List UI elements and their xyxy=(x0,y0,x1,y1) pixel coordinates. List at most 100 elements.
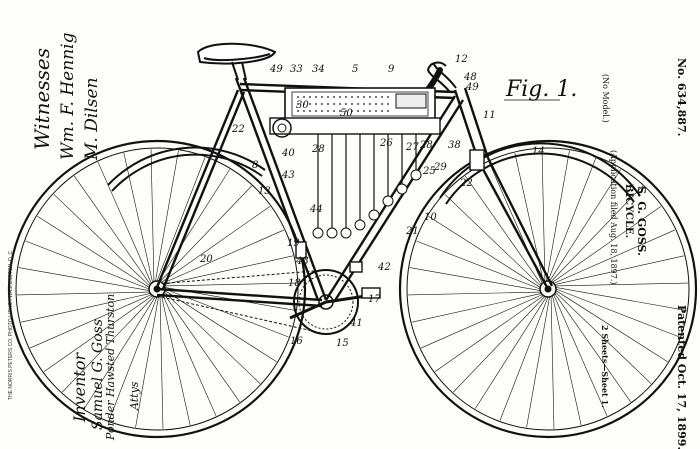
drum-pin xyxy=(351,96,353,98)
reference-numeral: 10 xyxy=(424,212,437,223)
inventor-heading: Inventor xyxy=(70,352,89,422)
spoke xyxy=(17,291,150,296)
spoke xyxy=(97,161,152,284)
spoke xyxy=(409,267,541,291)
drum-pin xyxy=(321,96,323,98)
spoke xyxy=(549,169,621,282)
reference-numeral: 16 xyxy=(290,336,303,347)
reference-numeral: 42 xyxy=(377,262,391,273)
reference-numeral: 43 xyxy=(295,256,309,267)
drum-pin xyxy=(321,103,323,105)
reference-numeral: 34 xyxy=(312,64,325,75)
spoke xyxy=(162,229,285,284)
reference-numeral: 48 xyxy=(463,72,477,83)
reference-numeral: 5 xyxy=(352,64,358,75)
figure-label: Fig. 1. xyxy=(505,77,577,102)
reference-numeral: 9 xyxy=(388,64,395,75)
spoke xyxy=(164,282,297,287)
chime-ball xyxy=(382,195,394,207)
invention-title: BICYCLE. xyxy=(623,184,634,239)
spoke xyxy=(150,149,155,282)
spoke xyxy=(416,240,541,290)
drum-pin xyxy=(375,103,377,105)
drum-pin xyxy=(375,96,377,98)
brake-details xyxy=(295,149,485,273)
reference-numeral: 19 xyxy=(287,238,300,249)
spoke xyxy=(453,296,546,393)
reference-numeral: 30 xyxy=(296,100,309,111)
drum-pin xyxy=(381,103,383,105)
drum-pin xyxy=(357,103,359,105)
spoke xyxy=(18,267,150,291)
reference-numeral: 44 xyxy=(309,204,323,215)
spoke xyxy=(546,150,570,282)
chime-ball xyxy=(340,227,352,239)
drum-pin xyxy=(315,103,317,105)
drum-pin xyxy=(345,110,347,112)
spoke xyxy=(541,149,546,282)
drum-pin xyxy=(387,103,389,105)
reference-numeral: 21 xyxy=(405,226,419,237)
reference-numeral: 26 xyxy=(379,138,393,149)
drum-pin xyxy=(363,103,365,105)
spoke xyxy=(428,216,541,288)
spoke xyxy=(84,296,156,409)
reference-numeral: 27 xyxy=(405,142,419,153)
witness-name-2: M. Dilsen xyxy=(82,77,102,160)
drum-pin xyxy=(303,110,305,112)
drum-pin xyxy=(327,110,329,112)
spoke xyxy=(155,150,179,282)
spoke xyxy=(53,194,150,287)
reference-numeral: 29 xyxy=(433,162,447,173)
drum-pin xyxy=(381,96,383,98)
spoke xyxy=(553,229,676,284)
reference-numeral: 17 xyxy=(368,294,381,305)
spoke xyxy=(159,296,164,429)
spoke xyxy=(550,296,555,429)
patented-date: Patented Oct. 17, 1899. xyxy=(675,305,688,449)
chime-ball xyxy=(312,227,324,239)
drum-pin xyxy=(357,110,359,112)
spoke xyxy=(420,294,543,349)
chime-ball xyxy=(410,169,422,181)
drum-pin xyxy=(333,96,335,98)
reference-numeral: 50 xyxy=(340,108,353,119)
spoke xyxy=(62,296,155,393)
chainring xyxy=(156,269,381,335)
drum-pin xyxy=(297,110,299,112)
drum-pin xyxy=(345,103,347,105)
spoke xyxy=(444,194,541,287)
model-note: (No Model.) xyxy=(601,74,610,123)
front-wheel xyxy=(398,139,698,439)
drum-pin xyxy=(387,110,389,112)
spoke xyxy=(434,295,544,372)
spoke xyxy=(156,157,206,282)
drum-pin xyxy=(339,103,341,105)
attorney-name: Ponder Hawsted Thurston xyxy=(104,293,117,440)
drum-pin xyxy=(363,110,365,112)
reference-numeral: 13 xyxy=(258,186,271,197)
spoke xyxy=(555,287,687,311)
reference-numeral: 18 xyxy=(288,278,301,289)
spoke xyxy=(552,206,662,283)
spoke xyxy=(554,293,631,403)
drum-pin xyxy=(387,96,389,98)
chime-ball xyxy=(368,209,380,221)
drum-pin xyxy=(309,103,311,105)
drum-pin xyxy=(351,103,353,105)
drum-pin xyxy=(339,96,341,98)
spoke xyxy=(555,291,652,384)
spoke xyxy=(553,294,608,417)
drum-pin xyxy=(369,110,371,112)
drum-pin xyxy=(351,110,353,112)
drum-pin xyxy=(339,110,341,112)
drum-pin xyxy=(315,110,317,112)
spoke xyxy=(499,296,549,421)
drum-pin xyxy=(315,96,317,98)
spoke xyxy=(25,240,150,290)
spoke xyxy=(554,255,685,285)
chime-ball xyxy=(326,227,338,239)
spoke xyxy=(526,296,550,428)
